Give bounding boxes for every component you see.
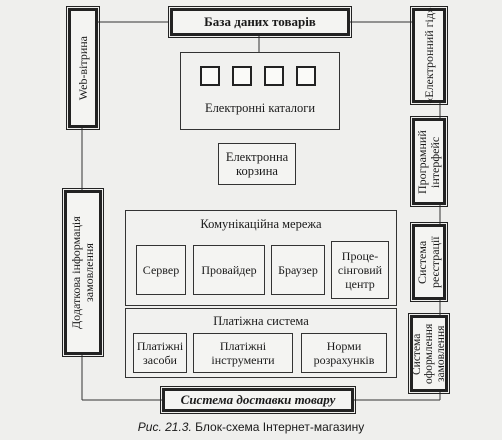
- order-system-label: Система оформлення замовлення: [411, 323, 447, 384]
- web-showcase-box: Web-вітрина: [66, 6, 100, 130]
- payment-instruments-label: Платіжні інструменти: [211, 339, 275, 367]
- provider-box: Провайдер: [193, 245, 265, 295]
- catalog-square-1: [200, 66, 220, 86]
- payment-instruments-box: Платіжні інструменти: [193, 333, 293, 373]
- delivery-system-label: Система доставки товару: [180, 392, 336, 407]
- electronic-guide-label: «Електронний гід»: [422, 7, 436, 104]
- comm-network-label: Комунікаційна мережа: [200, 217, 322, 231]
- processing-center-label: Проце-сінговий центр: [337, 249, 383, 291]
- payment-system-label: Платіжна система: [213, 314, 309, 328]
- browser-box: Браузер: [271, 245, 325, 295]
- registration-system-box: Система реєстрації: [410, 222, 448, 302]
- browser-label: Браузер: [278, 263, 318, 277]
- figure-number: Рис. 21.3.: [137, 420, 192, 434]
- order-system-box: Система оформлення замовлення: [408, 313, 450, 394]
- server-box: Сервер: [136, 245, 186, 295]
- delivery-system-box: Система доставки товару: [160, 386, 356, 414]
- additional-order-info-box: Додаткова інформація замовлення: [62, 188, 104, 357]
- settlement-norms-box: Норми розрахунків: [301, 333, 387, 373]
- software-interface-label: Програмний інтерфейс: [415, 129, 442, 194]
- cart-label: Електронна корзина: [225, 150, 289, 178]
- catalogs-panel: Електронні каталоги: [180, 52, 340, 130]
- provider-label: Провайдер: [201, 263, 257, 277]
- figure-caption: Рис. 21.3. Блок-схема Інтернет-магазину: [0, 420, 502, 434]
- catalog-square-4: [296, 66, 316, 86]
- catalogs-label: Електронні каталоги: [204, 101, 316, 115]
- web-showcase-label: Web-вітрина: [76, 35, 90, 101]
- figure-title: Блок-схема Інтернет-магазину: [195, 420, 365, 434]
- software-interface-box: Програмний інтерфейс: [410, 116, 448, 207]
- catalog-square-2: [232, 66, 252, 86]
- processing-center-box: Проце-сінговий центр: [331, 241, 389, 299]
- cart-box: Електронна корзина: [218, 143, 296, 185]
- catalog-square-3: [264, 66, 284, 86]
- registration-system-label: Система реєстрації: [415, 236, 442, 288]
- payment-means-label: Платіжні засоби: [136, 339, 184, 367]
- settlement-norms-label: Норми розрахунків: [313, 339, 375, 367]
- additional-order-info-label: Додаткова інформація замовлення: [69, 216, 96, 329]
- database-label: База даних товарів: [204, 14, 316, 29]
- database-box: База даних товарів: [168, 6, 352, 38]
- server-label: Сервер: [142, 263, 180, 277]
- payment-means-box: Платіжні засоби: [133, 333, 187, 373]
- electronic-guide-box: «Електронний гід»: [410, 6, 448, 105]
